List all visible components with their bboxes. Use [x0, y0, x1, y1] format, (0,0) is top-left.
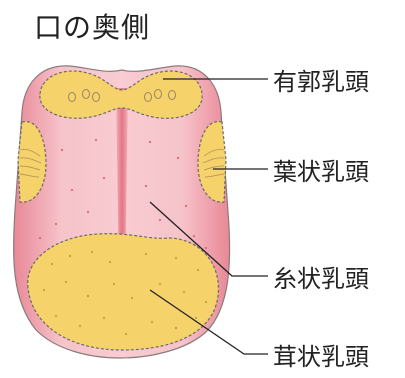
label-foliate-papillae: 葉状乳頭 — [273, 152, 369, 187]
diagram-title: 口の奥側 — [34, 6, 150, 46]
fungiform-region — [28, 234, 219, 350]
label-filiform-papillae: 糸状乳頭 — [273, 259, 369, 294]
label-fungiform-papillae: 茸状乳頭 — [273, 337, 369, 372]
label-circumvallate-papillae: 有郭乳頭 — [273, 62, 369, 97]
